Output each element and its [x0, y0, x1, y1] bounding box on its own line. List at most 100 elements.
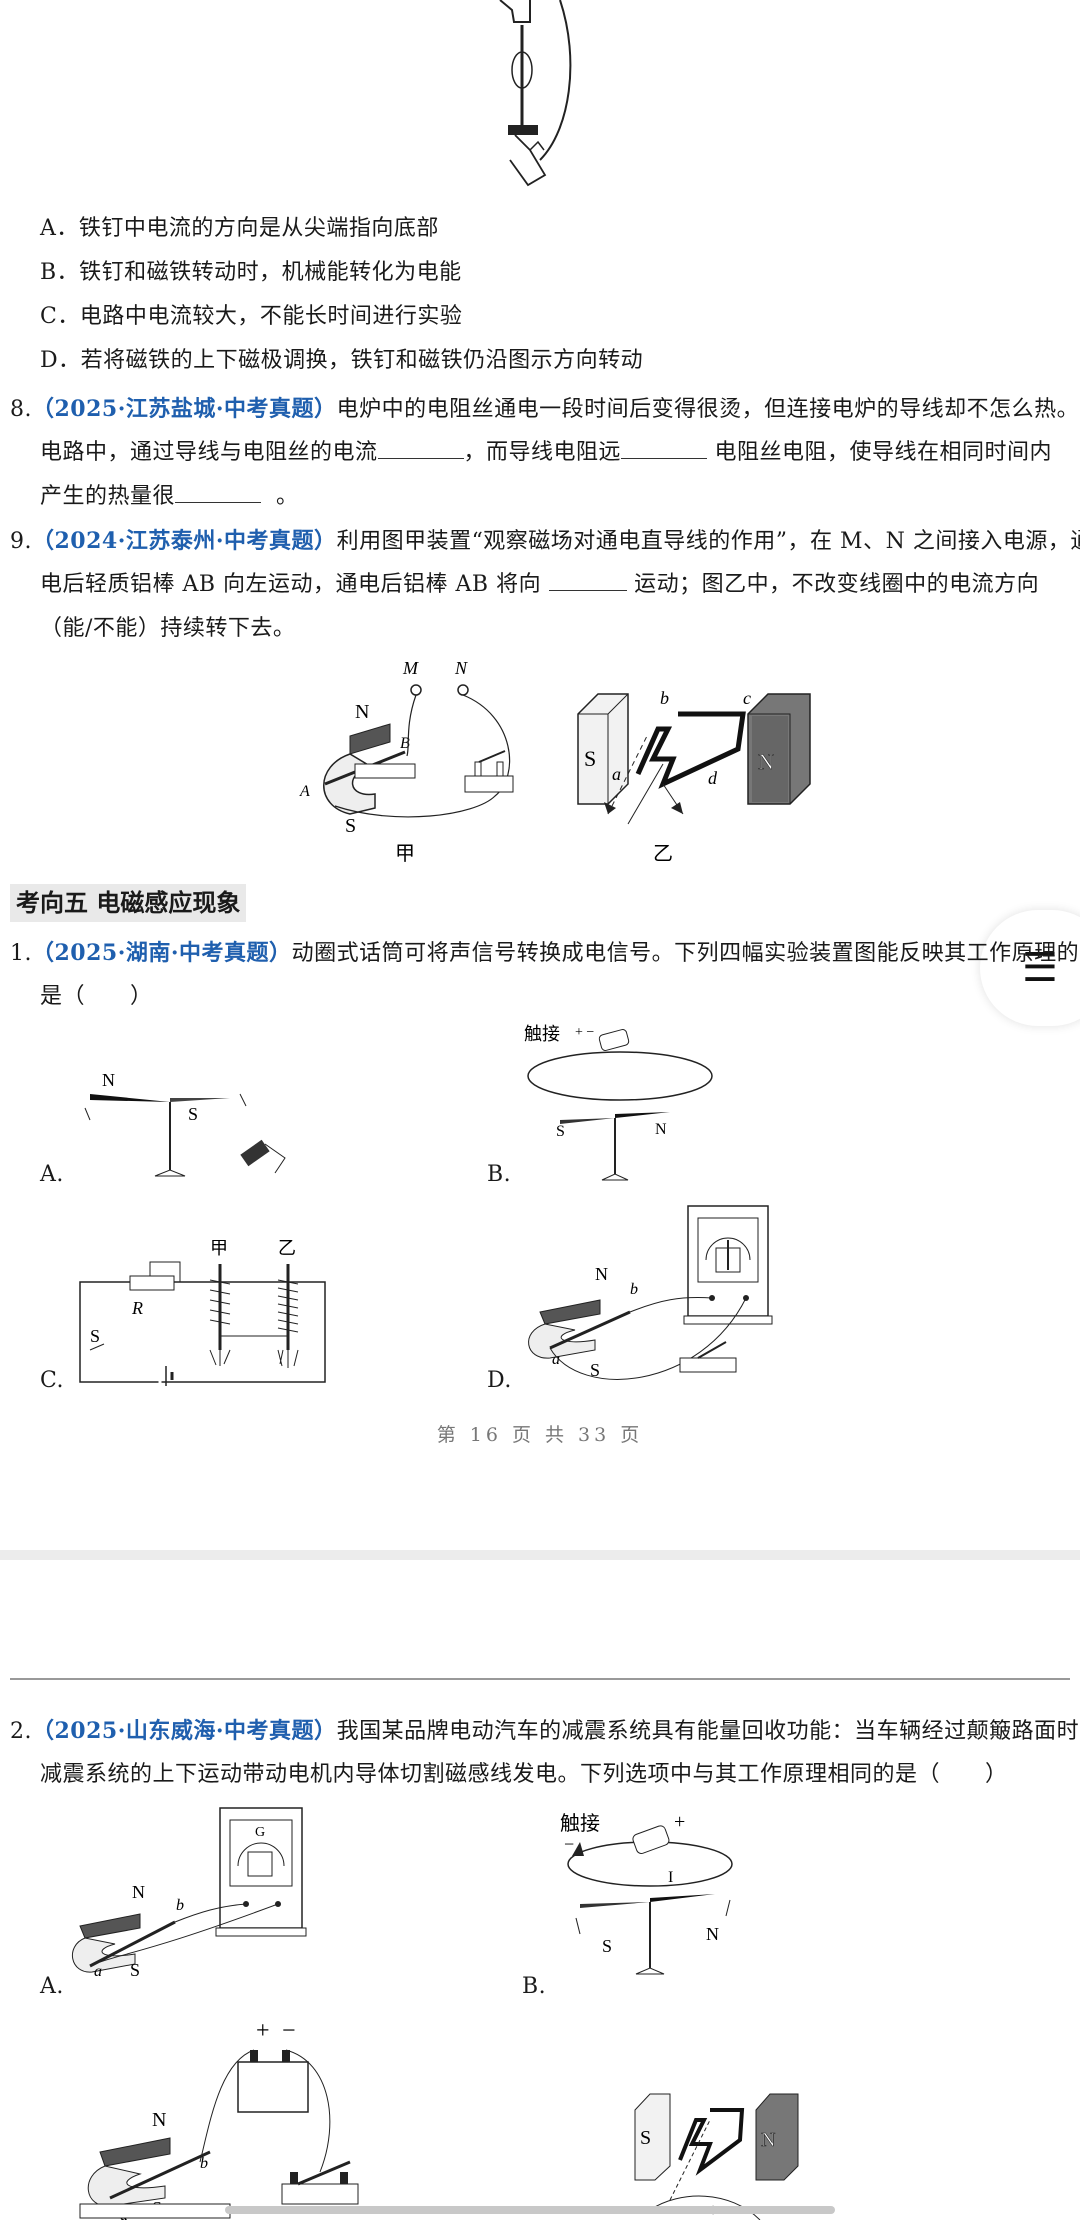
- question-number: 1.: [10, 941, 32, 966]
- svg-text:R: R: [131, 1298, 143, 1318]
- svg-text:b: b: [200, 2155, 208, 2172]
- menu-icon: ☰: [1022, 945, 1058, 991]
- question-source-tag: （2024·江苏泰州·中考真题）: [32, 528, 337, 554]
- question-text: 电后轻质铝棒 AB 向左运动，通电后铝棒 AB 将向: [40, 572, 542, 597]
- svg-text:N: N: [355, 701, 369, 723]
- fig-label-yi: 乙: [278, 1240, 296, 1258]
- question-8-line-3: 产生的热量很 。: [40, 482, 299, 512]
- question-text: 电阻丝电阻，使导线在相同时间内: [714, 440, 1053, 465]
- s5q1-option-a-label[interactable]: A.: [40, 1162, 64, 1187]
- q7-nail-magnet-figure: [499, 0, 572, 187]
- svg-text:N: N: [758, 749, 774, 774]
- q7-option-a: A．铁钉中电流的方向是从尖端指向底部: [40, 216, 439, 241]
- s5q1-option-c-figure: R S 甲 乙: [79, 1240, 326, 1386]
- svg-text:S: S: [130, 1960, 140, 1980]
- q7-option-c: C．电路中电流较大，不能长时间进行实验: [40, 304, 463, 329]
- svg-text:a: a: [94, 1963, 102, 1980]
- svg-text:+: +: [674, 1811, 685, 1833]
- question-text: 电炉中的电阻丝通电一段时间后变得很烫，但连接电炉的导线却不怎么热。: [336, 397, 1080, 422]
- answer-blank[interactable]: [621, 438, 708, 459]
- svg-text:a: a: [612, 764, 621, 784]
- question-text: 电路中，通过导线与电阻丝的电流: [40, 440, 378, 465]
- answer-blank[interactable]: [548, 570, 627, 591]
- question-text: ，而导线电阻远: [463, 440, 622, 465]
- s5-question-1-line-2: 是（ ）: [40, 984, 153, 1009]
- svg-text:N: N: [152, 2109, 166, 2131]
- question-9-line-2: 电后轻质铝棒 AB 向左运动，通电后铝棒 AB 将向 运动；图乙中，不改变线圈中…: [40, 570, 1039, 600]
- s5q2-option-c-figure: + − N b S a: [79, 2018, 359, 2220]
- svg-text:+: +: [256, 2018, 270, 2044]
- question-8: 8.（2025·江苏盐城·中考真题）电炉中的电阻丝通电一段时间后变得很烫，但连接…: [10, 394, 1079, 425]
- s5-question-2: 2.（2025·山东威海·中考真题）我国某品牌电动汽车的减震系统具有能量回收功能…: [10, 1716, 1080, 1747]
- question-text: 利用图甲装置“观察磁场对通电直导线的作用”，在 M、N 之间接入电源，通: [336, 529, 1080, 554]
- svg-text:N: N: [595, 1264, 608, 1284]
- svg-text:−: −: [564, 1834, 574, 1854]
- s5-question-2-line-2: 减震系统的上下运动带动电机内导体切割磁感线发电。下列选项中与其工作原理相同的是（…: [40, 1762, 1008, 1787]
- menu-button[interactable]: ☰: [980, 910, 1080, 1026]
- s5q2-option-b-label[interactable]: B.: [522, 1974, 547, 1999]
- answer-blank[interactable]: [175, 482, 262, 503]
- question-source-tag: （2025·湖南·中考真题）: [32, 940, 292, 966]
- svg-text:S: S: [90, 1326, 100, 1346]
- question-text: 我国某品牌电动汽车的减震系统具有能量回收功能：当车辆经过颠簸路面时，: [336, 1719, 1080, 1744]
- s5q1-option-b-figure: 触接 + − S N: [524, 1024, 713, 1181]
- question-text: 。: [276, 484, 299, 509]
- horizontal-scrollbar[interactable]: [225, 2206, 835, 2214]
- s5q2-option-a-figure: G N b a S: [71, 1807, 307, 1980]
- q7-option-d: D．若将磁铁的上下磁极调换，铁钉和磁铁仍沿图示方向转动: [40, 348, 644, 373]
- s5q1-option-b-label[interactable]: B.: [487, 1162, 512, 1187]
- svg-text:−: −: [282, 2018, 296, 2044]
- question-text: 运动；图乙中，不改变线圈中的电流方向: [634, 572, 1040, 597]
- question-9-line-3: （能/不能）持续转下去。: [40, 616, 296, 641]
- svg-text:N: N: [761, 2129, 775, 2151]
- s5q1-option-d-label[interactable]: D.: [487, 1368, 512, 1393]
- svg-text:N: N: [655, 1121, 667, 1138]
- svg-text:S: S: [556, 1123, 565, 1140]
- fig-label-jia: 甲: [210, 1240, 228, 1258]
- svg-text:b: b: [630, 1281, 638, 1298]
- svg-text:N: N: [102, 1070, 115, 1090]
- svg-text:b: b: [660, 688, 669, 708]
- svg-text:d: d: [708, 768, 718, 788]
- svg-text:+ −: + −: [575, 1025, 594, 1040]
- question-source-tag: （2025·江苏盐城·中考真题）: [32, 396, 337, 422]
- q9-figure-jia: M N N S B A 甲: [299, 658, 514, 865]
- svg-text:S: S: [590, 1360, 600, 1380]
- svg-text:b: b: [176, 1897, 184, 1914]
- page-number-footer: 第 16 页 共 33 页: [436, 1424, 644, 1446]
- s5q1-option-c-label[interactable]: C.: [40, 1368, 65, 1393]
- question-9: 9.（2024·江苏泰州·中考真题）利用图甲装置“观察磁场对通电直导线的作用”，…: [10, 526, 1080, 557]
- svg-text:S: S: [584, 746, 596, 771]
- svg-text:a: a: [552, 1351, 560, 1368]
- q7-option-b: B．铁钉和磁铁转动时，机械能转化为电能: [40, 260, 462, 285]
- question-text: 产生的热量很: [40, 484, 176, 509]
- question-number: 9.: [10, 529, 32, 554]
- question-8-line-2: 电路中，通过导线与电阻丝的电流 ，而导线电阻远 电阻丝电阻，使导线在相同时间内: [40, 438, 1052, 468]
- svg-text:M: M: [402, 658, 419, 678]
- svg-text:B: B: [400, 735, 410, 752]
- q9-figure-yi: S N b c a d 乙: [577, 688, 811, 865]
- svg-text:S: S: [188, 1104, 198, 1124]
- svg-text:N: N: [454, 658, 468, 678]
- question-source-tag: （2025·山东威海·中考真题）: [32, 1718, 337, 1744]
- svg-text:I: I: [668, 1869, 673, 1886]
- svg-text:c: c: [743, 688, 751, 708]
- header-rule: [10, 1678, 1070, 1680]
- svg-text:A: A: [299, 783, 310, 800]
- question-text: 动圈式话筒可将声信号转换成电信号。下列四幅实验装置图能反映其工作原理的: [291, 941, 1080, 966]
- svg-text:S: S: [345, 815, 356, 837]
- svg-text:G: G: [255, 1825, 265, 1840]
- fig-label-yi: 乙: [653, 843, 673, 865]
- touch-label: 触接: [524, 1024, 560, 1044]
- touch-label: 触接: [560, 1812, 600, 1835]
- s5q2-option-b-figure: 触接 + − I S N: [560, 1811, 733, 1975]
- s5q1-option-d-figure: N b a S: [528, 1205, 773, 1380]
- answer-blank[interactable]: [377, 438, 464, 459]
- svg-text:S: S: [640, 2127, 651, 2149]
- svg-text:N: N: [706, 1924, 719, 1944]
- s5-question-1: 1.（2025·湖南·中考真题）动圈式话筒可将声信号转换成电信号。下列四幅实验装…: [10, 938, 1079, 969]
- s5q2-option-a-label[interactable]: A.: [40, 1974, 64, 1999]
- svg-text:S: S: [602, 1936, 612, 1956]
- fig-label-jia: 甲: [395, 843, 415, 865]
